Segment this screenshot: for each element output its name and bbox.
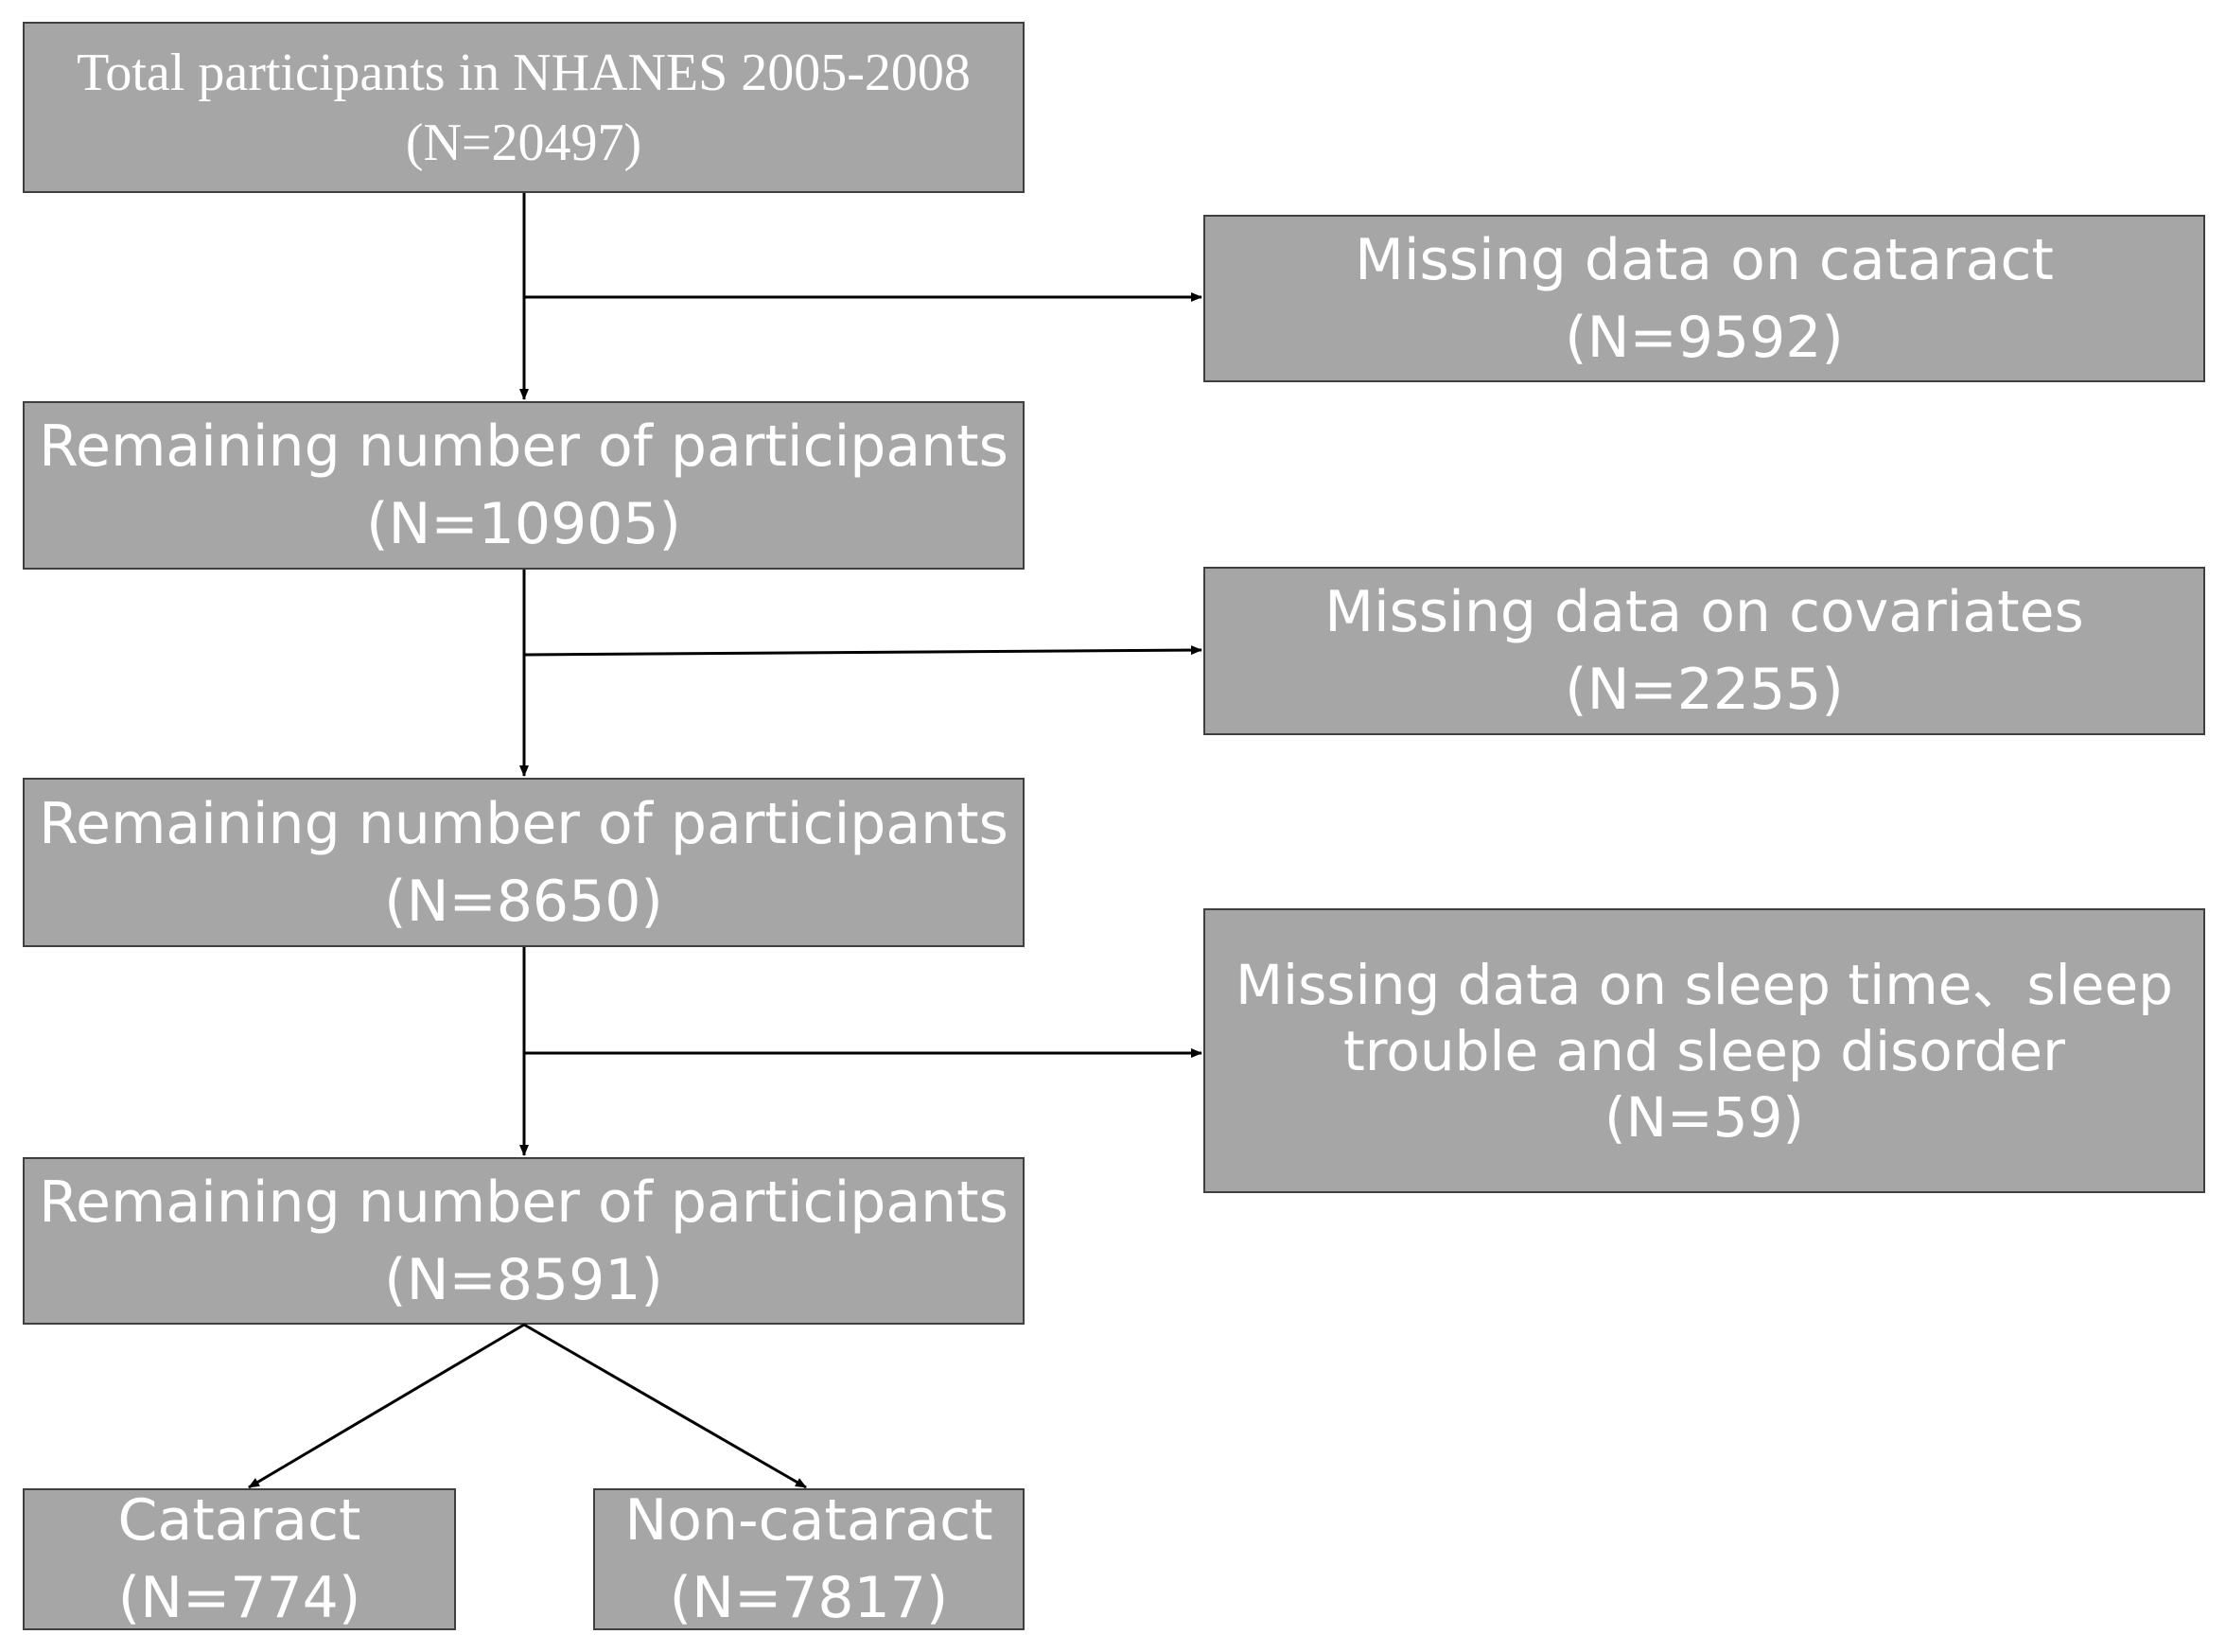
- arrow-to-missing-covariates: [523, 645, 1202, 657]
- remaining-participants-box-3: Remaining number of participants (N=8591…: [23, 1157, 1025, 1325]
- total-participants-box: Total participants in NHANES 2005-2008 (…: [23, 22, 1025, 193]
- arrow-to-non-cataract: [523, 1323, 807, 1489]
- remaining-participants-box-1: Remaining number of participants (N=1090…: [23, 401, 1025, 570]
- total-participants-label: Total participants in NHANES 2005-2008: [77, 43, 971, 102]
- non-cataract-box: Non-cataract (N=7817): [593, 1488, 1025, 1630]
- missing-covariates-count: (N=2255): [1565, 657, 1844, 723]
- cataract-count: (N=774): [117, 1565, 361, 1630]
- cataract-label: Cataract: [117, 1488, 361, 1554]
- remaining-participants-count-2: (N=8650): [384, 868, 663, 935]
- missing-sleep-label-line2: trouble and sleep disorder: [1343, 1018, 2065, 1083]
- missing-sleep-label-line1: Missing data on sleep time、sleep: [1236, 952, 2173, 1017]
- cataract-box: Cataract (N=774): [23, 1488, 456, 1630]
- total-participants-count: (N=20497): [405, 113, 642, 172]
- missing-cataract-box: Missing data on cataract (N=9592): [1203, 215, 2205, 382]
- missing-sleep-box: Missing data on sleep time、sleep trouble…: [1203, 908, 2205, 1193]
- remaining-participants-label-2: Remaining number of participants: [39, 790, 1008, 857]
- missing-cataract-label: Missing data on cataract: [1355, 226, 2054, 293]
- remaining-participants-box-2: Remaining number of participants (N=8650…: [23, 778, 1025, 947]
- non-cataract-count: (N=7817): [669, 1565, 949, 1630]
- arrow-to-cataract: [248, 1323, 525, 1489]
- missing-cataract-count: (N=9592): [1565, 304, 1844, 371]
- remaining-participants-label-1: Remaining number of participants: [39, 413, 1008, 480]
- missing-covariates-label: Missing data on covariates: [1324, 579, 2084, 645]
- non-cataract-label: Non-cataract: [624, 1488, 993, 1554]
- missing-covariates-box: Missing data on covariates (N=2255): [1203, 567, 2205, 735]
- remaining-participants-count-1: (N=10905): [366, 491, 681, 557]
- remaining-participants-count-3: (N=8591): [384, 1246, 663, 1313]
- remaining-participants-label-3: Remaining number of participants: [39, 1169, 1008, 1236]
- missing-sleep-count: (N=59): [1604, 1084, 1805, 1150]
